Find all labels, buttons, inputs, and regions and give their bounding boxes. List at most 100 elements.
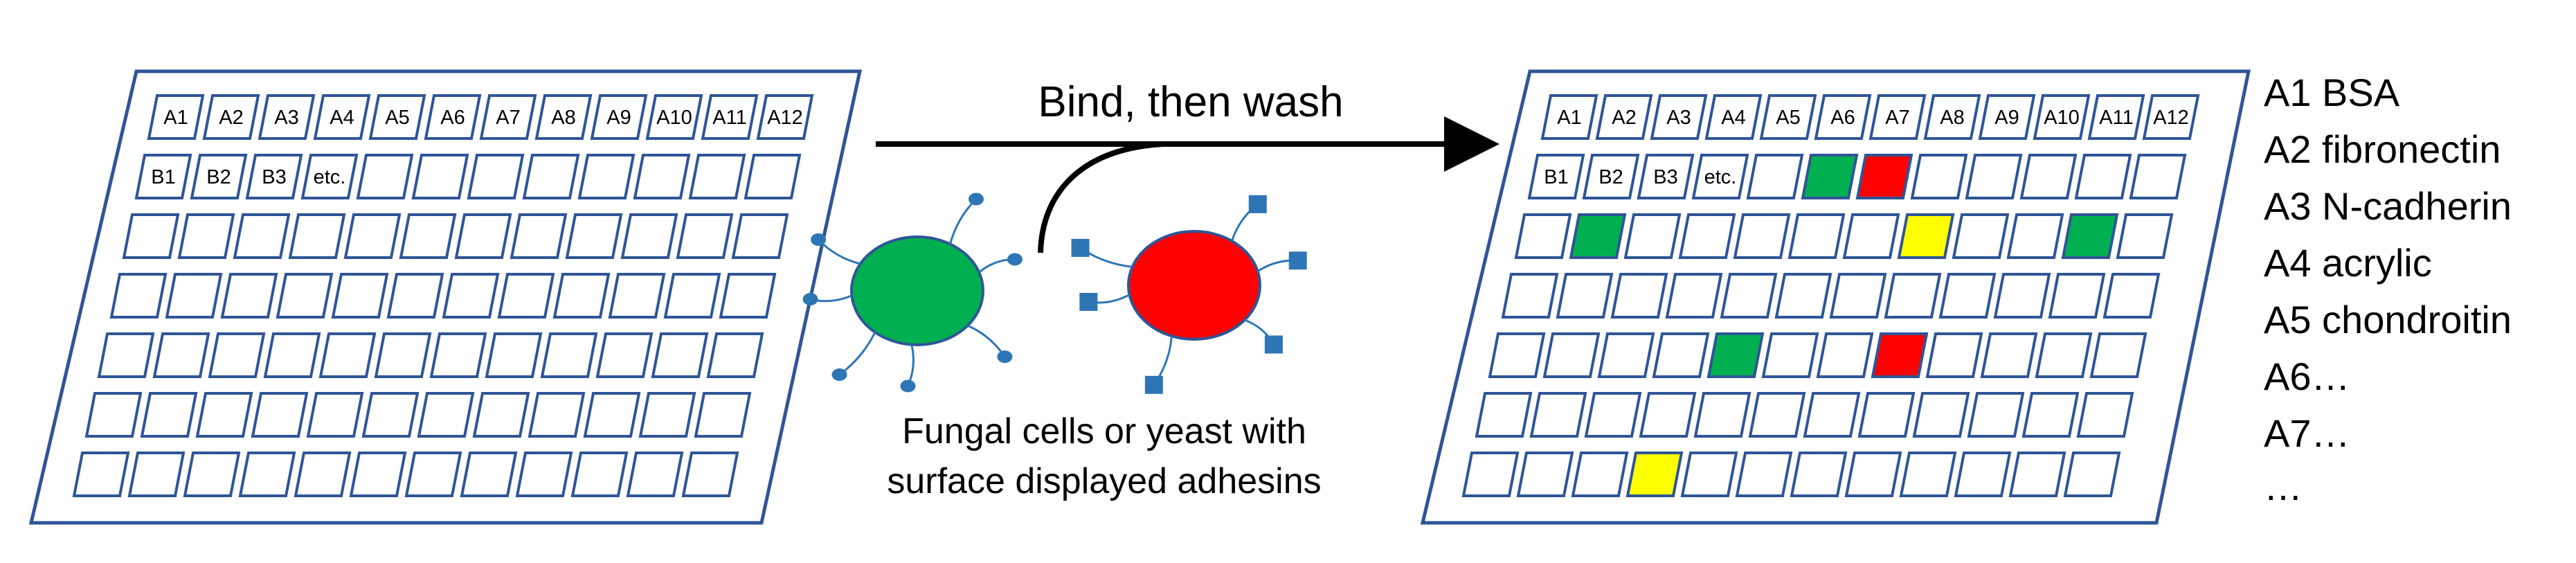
- well: [2129, 154, 2187, 199]
- well-red: [1871, 332, 1929, 378]
- well: [349, 452, 407, 497]
- well-label: B1: [1544, 166, 1568, 188]
- well: [1844, 452, 1902, 497]
- well: [633, 154, 691, 199]
- legend-item: A3 N-cadherin: [2264, 184, 2512, 228]
- adhesin-round-head: [802, 293, 818, 306]
- legend-item: A5 chondroitin: [2264, 298, 2512, 341]
- well: [152, 332, 210, 378]
- well: [127, 452, 186, 497]
- well: [2033, 94, 2091, 140]
- well: [744, 154, 802, 199]
- well: [583, 392, 641, 438]
- well: [263, 332, 321, 378]
- adhesin-round-head: [811, 233, 827, 246]
- well: [442, 273, 500, 319]
- well: [251, 392, 309, 438]
- well: [756, 94, 814, 140]
- well-label: A9: [606, 107, 631, 129]
- well-label: A5: [1776, 107, 1800, 129]
- well: [1652, 332, 1710, 378]
- well: [460, 452, 518, 497]
- well: [638, 392, 696, 438]
- well: [472, 392, 530, 438]
- adhesin-round-head: [1007, 253, 1023, 266]
- legend: A1 BSA A2 fibronectin A3 N-cadherin A4 a…: [2264, 71, 2512, 508]
- well-yellow: [1897, 213, 1955, 259]
- well: [134, 154, 192, 199]
- well-label: A2: [219, 107, 243, 129]
- well: [701, 94, 759, 140]
- well: [1461, 452, 1520, 497]
- legend-item: A7…: [2264, 411, 2350, 455]
- well-label: A3: [1666, 107, 1691, 129]
- well: [2035, 332, 2093, 378]
- well: [386, 273, 444, 319]
- red-cell: [1071, 195, 1307, 394]
- adhesin-square-head: [1264, 335, 1283, 354]
- well-label: A11: [2099, 107, 2133, 129]
- well-label: A12: [767, 107, 803, 129]
- well: [1978, 94, 2036, 140]
- well: [97, 332, 155, 378]
- well: [1774, 273, 1832, 319]
- well: [109, 273, 168, 319]
- well-label: A6: [440, 107, 465, 129]
- well-label: B2: [206, 166, 231, 188]
- well: [1829, 273, 1887, 319]
- well: [1816, 332, 1874, 378]
- well: [454, 213, 512, 259]
- well: [1597, 332, 1655, 378]
- well: [626, 452, 684, 497]
- adhesin-round-head: [997, 350, 1013, 364]
- well: [2087, 94, 2145, 140]
- well: [1610, 273, 1668, 319]
- well: [1899, 452, 1957, 497]
- well: [1952, 213, 2010, 259]
- well-label: etc.: [314, 166, 346, 188]
- well: [595, 332, 654, 378]
- well: [681, 452, 739, 497]
- well: [706, 332, 764, 378]
- well: [1923, 94, 1981, 140]
- well-green: [1801, 154, 1859, 199]
- well: [356, 154, 414, 199]
- well: [238, 452, 296, 497]
- well: [1790, 452, 1848, 497]
- well: [300, 154, 359, 199]
- well: [190, 154, 248, 199]
- well-label: B1: [151, 166, 175, 188]
- well: [694, 392, 752, 438]
- arrow-label: Bind, then wash: [1038, 78, 1343, 126]
- well: [1623, 213, 1682, 259]
- well: [313, 94, 371, 140]
- well: [2102, 273, 2161, 319]
- well: [565, 213, 623, 259]
- well: [510, 213, 568, 259]
- well: [276, 273, 334, 319]
- well: [318, 332, 377, 378]
- well: [84, 392, 143, 438]
- well: [731, 213, 789, 259]
- well: [577, 154, 636, 199]
- fungal-cells: Fungal cells or yeast with surface displ…: [802, 193, 1322, 501]
- well: [202, 94, 260, 140]
- well: [1475, 392, 1533, 438]
- well: [1720, 273, 1778, 319]
- adhesin-round-stalk: [949, 198, 978, 244]
- adhesin-round-head: [900, 379, 916, 393]
- well: [620, 213, 678, 259]
- well: [570, 452, 629, 497]
- well-label: A6: [1830, 107, 1855, 129]
- well-label: A4: [330, 107, 354, 129]
- well: [1639, 392, 1697, 438]
- legend-item: A6…: [2264, 355, 2350, 398]
- well: [1868, 94, 1927, 140]
- well: [663, 273, 721, 319]
- well: [72, 452, 130, 497]
- well: [165, 273, 223, 319]
- well-label: etc.: [1704, 166, 1737, 188]
- well: [2021, 392, 2080, 438]
